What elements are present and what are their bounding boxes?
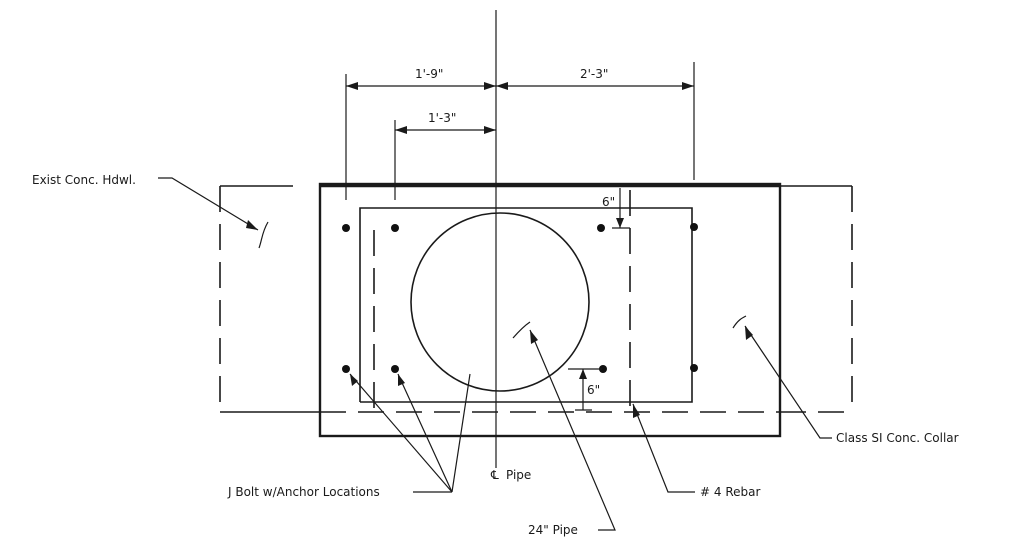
label-j-bolt: J Bolt w/Anchor Locations [227, 485, 380, 499]
leader-rebar: # 4 Rebar [632, 403, 760, 499]
dimension-label-left-outer: 1'-9" [415, 67, 443, 81]
anchor-dot [690, 364, 698, 372]
anchor-dot [599, 365, 607, 373]
anchor-dot [690, 223, 698, 231]
leader-pipe-size: 24" Pipe [512, 321, 616, 537]
anchor-dot [342, 365, 350, 373]
dimension-label-bottom-offset: 6" [587, 383, 600, 397]
label-pipe-size: 24" Pipe [528, 523, 578, 537]
dimension-label-left-inner: 1'-3" [428, 111, 456, 125]
label-cl-pipe: Pipe [506, 468, 531, 482]
dimension-label-top-offset: 6" [602, 195, 615, 209]
leader-exist-hdwl: Exist Conc. Hdwl. [32, 173, 269, 249]
rebar-outline [359, 207, 693, 403]
label-cl-pipe-group: ℄ Pipe [490, 468, 531, 482]
label-rebar: # 4 Rebar [700, 485, 760, 499]
label-collar: Class SI Conc. Collar [836, 431, 959, 445]
pipe-circle [410, 212, 590, 392]
anchor-dot [597, 224, 605, 232]
concrete-collar [318, 182, 782, 438]
anchor-dot [342, 224, 350, 232]
centerline-symbol: ℄ [490, 468, 499, 482]
label-exist-hdwl: Exist Conc. Hdwl. [32, 173, 136, 187]
dimension-label-right-outer: 2'-3" [580, 67, 608, 81]
dimension-bottom-offset: 6" [568, 368, 602, 411]
anchor-dot [391, 365, 399, 373]
dimension-top-offset: 6" [602, 188, 630, 229]
dimension-left-outer: 1'-9" [346, 67, 496, 90]
existing-headwall-outline [219, 185, 853, 413]
dimension-left-inner: 1'-3" [395, 111, 496, 134]
anchor-dot [391, 224, 399, 232]
dimension-right-outer: 2'-3" [496, 67, 694, 90]
leader-collar: Class SI Conc. Collar [732, 315, 959, 445]
leader-j-bolt: J Bolt w/Anchor Locations [227, 373, 471, 499]
